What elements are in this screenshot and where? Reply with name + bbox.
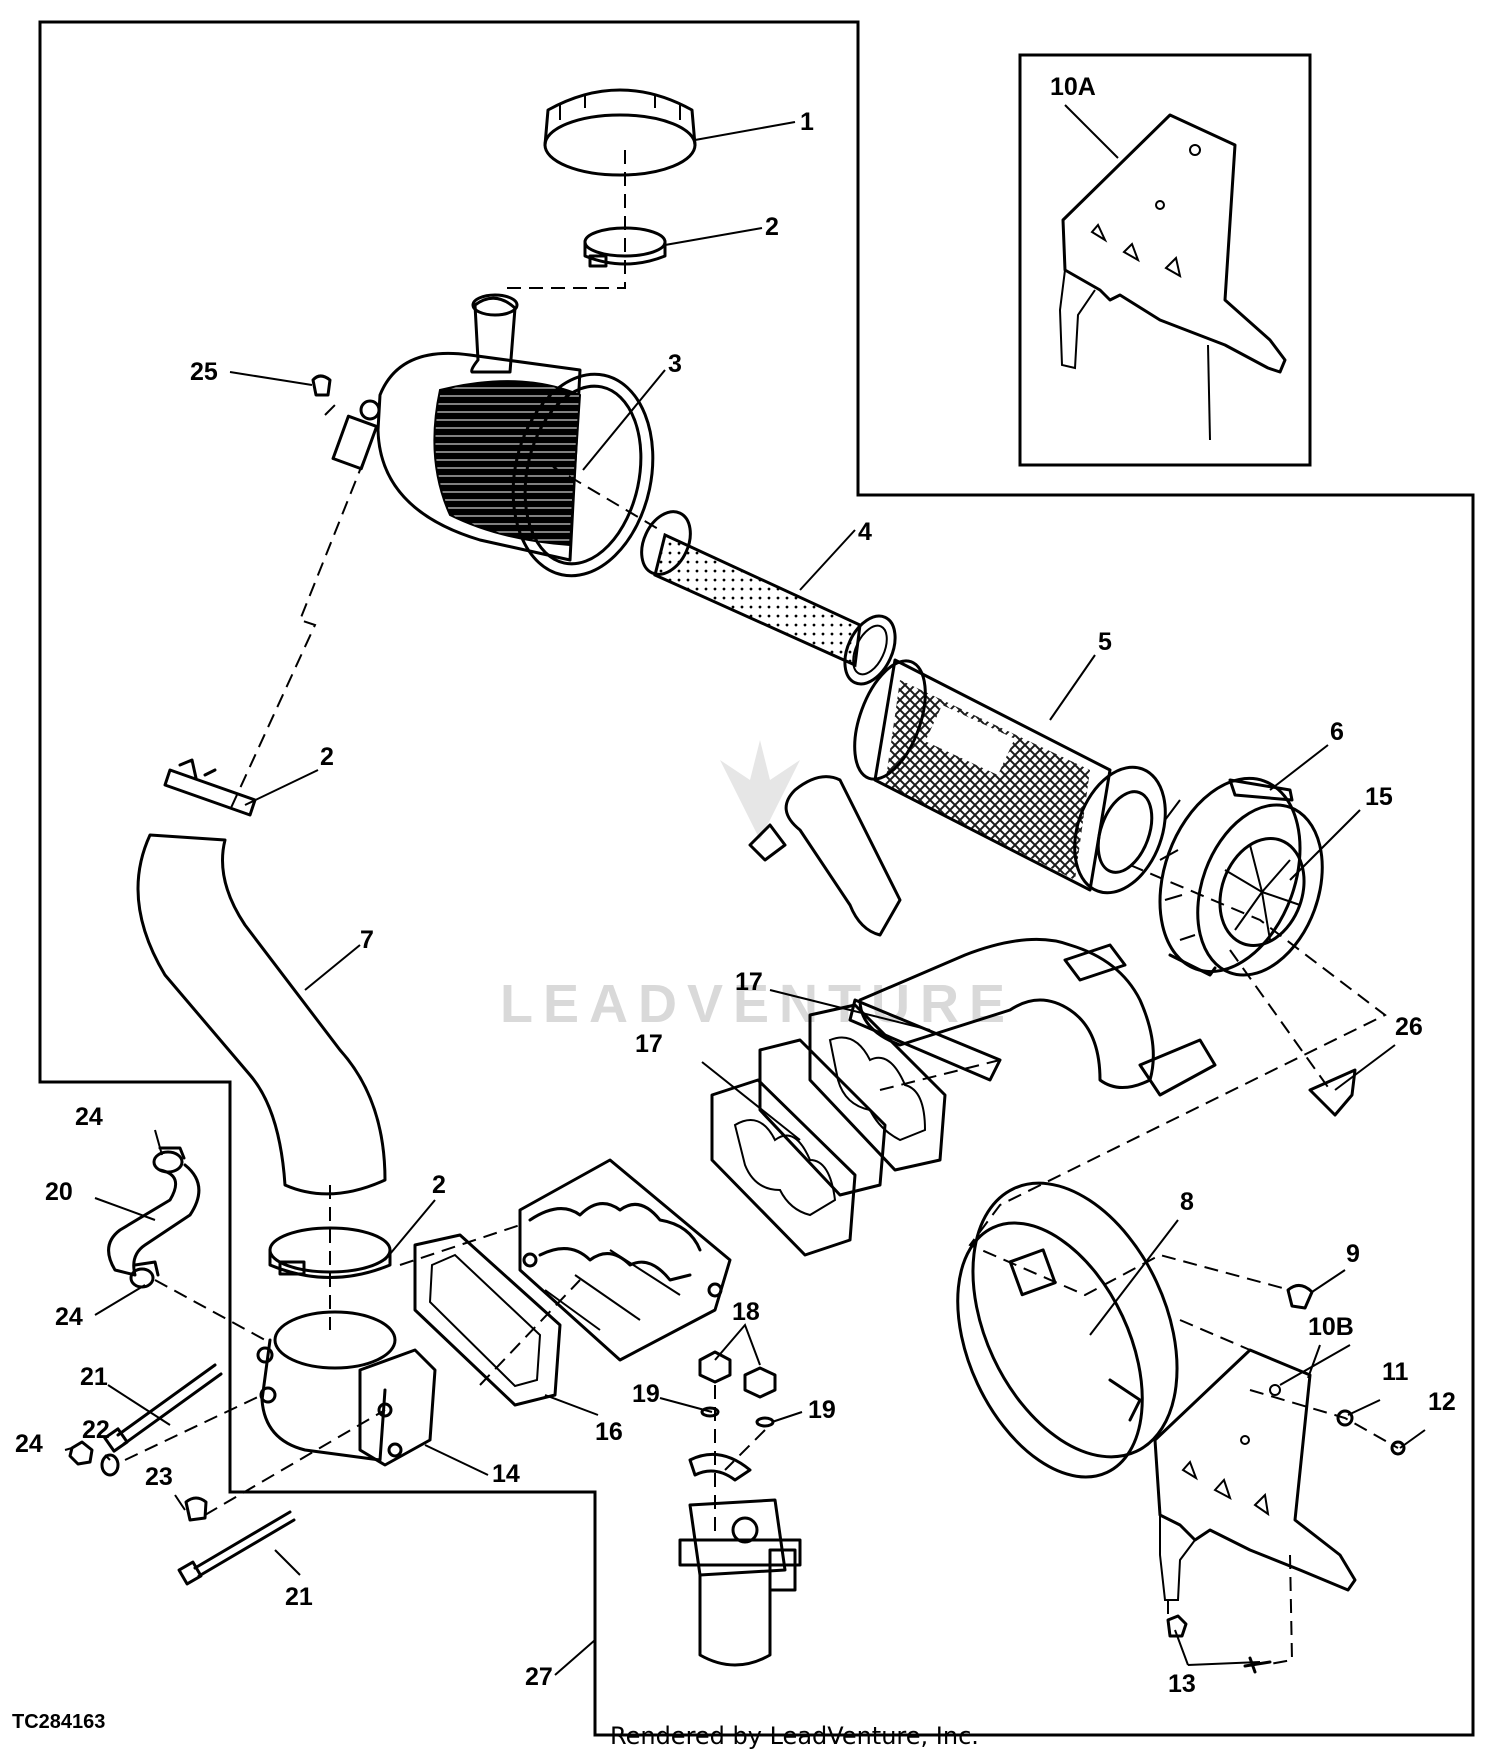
callout-27: 27 xyxy=(525,1663,553,1691)
callout-2-lower-clamp: 2 xyxy=(432,1171,446,1199)
callout-25: 25 xyxy=(190,358,218,386)
callout-18: 18 xyxy=(732,1298,760,1326)
assembly-boundary xyxy=(38,20,1475,1737)
callout-24-bottom: 24 xyxy=(15,1430,43,1458)
part-12-nut xyxy=(1390,1440,1406,1456)
watermark: LEADVENTURE xyxy=(500,740,1015,1034)
callout-17-right: 17 xyxy=(735,968,763,996)
part-22-washer xyxy=(100,1453,120,1477)
callout-15: 15 xyxy=(1365,783,1393,811)
callout-8: 8 xyxy=(1180,1188,1194,1216)
leader-lines xyxy=(64,104,1426,1676)
callout-1: 1 xyxy=(800,108,814,136)
part-7-hose xyxy=(136,833,387,1196)
callout-11: 11 xyxy=(1382,1358,1409,1386)
callout-4: 4 xyxy=(858,518,872,546)
part-5-primary-element xyxy=(853,658,1167,895)
callout-13: 13 xyxy=(1168,1670,1196,1698)
part-17-gasket-left xyxy=(710,1078,857,1257)
part-16-gasket xyxy=(413,1233,562,1407)
part-3-housing xyxy=(331,293,655,578)
callout-19-right: 19 xyxy=(808,1396,836,1424)
part-26-valve xyxy=(1308,1068,1357,1117)
callout-5: 5 xyxy=(1098,628,1112,656)
callout-17-left: 17 xyxy=(635,1030,663,1058)
callout-16: 16 xyxy=(595,1418,623,1446)
callout-10a: 10A xyxy=(1050,73,1096,101)
part-4-safety-element xyxy=(640,510,897,686)
part-6-cover xyxy=(1158,776,1324,977)
part-25-bolt xyxy=(311,374,332,397)
callout-24-top: 24 xyxy=(75,1103,103,1131)
part-13-fasteners xyxy=(1166,1614,1272,1674)
inset-frame-10a xyxy=(1018,53,1312,467)
callout-21-upper: 21 xyxy=(80,1363,108,1391)
part-24-nut xyxy=(68,1440,94,1466)
assembly-dash-lines xyxy=(124,150,1399,1665)
part-2-clamp-upper xyxy=(163,758,257,817)
part-10b-bracket xyxy=(1153,1348,1357,1601)
part-23-nut xyxy=(184,1496,208,1522)
part-21-bolt-upper xyxy=(103,1363,223,1453)
part-14-intake-elbow xyxy=(256,1310,437,1467)
callout-6: 6 xyxy=(1330,718,1344,746)
callout-14: 14 xyxy=(492,1460,520,1488)
footer-credit: Rendered by LeadVenture, Inc. xyxy=(610,1722,979,1750)
part-18-nuts xyxy=(698,1350,777,1399)
callout-23: 23 xyxy=(145,1463,173,1491)
callout-26: 26 xyxy=(1395,1013,1423,1041)
bracket-10a xyxy=(1058,113,1287,441)
callout-2-upper-hose: 2 xyxy=(320,743,334,771)
part-1-cap xyxy=(543,88,697,177)
part-24-hose-clamp-top xyxy=(152,1146,186,1174)
part-9-screw xyxy=(1286,1284,1314,1310)
callout-9: 9 xyxy=(1346,1240,1360,1268)
callout-24-middle: 24 xyxy=(55,1303,83,1331)
callout-19-left: 19 xyxy=(632,1380,660,1408)
callout-labels: 1 2 2 2 3 4 5 6 7 8 9 10A 10B 11 12 13 1… xyxy=(15,73,1456,1698)
part-21-bolt-lower xyxy=(177,1510,296,1586)
callout-2-top: 2 xyxy=(765,213,779,241)
callout-12: 12 xyxy=(1428,1388,1456,1416)
watermark-text: LEADVENTURE xyxy=(500,974,1015,1034)
figure-id: TC284163 xyxy=(12,1711,105,1733)
part-8-mounting-band xyxy=(956,1181,1179,1479)
callout-21-lower: 21 xyxy=(285,1583,313,1611)
part-15-vacuator xyxy=(1218,837,1306,947)
callout-20: 20 xyxy=(45,1178,73,1206)
callout-7: 7 xyxy=(360,926,374,954)
fuel-shutoff-solenoid xyxy=(678,1452,802,1667)
part-19-washers xyxy=(700,1406,775,1428)
watermark-logo-icon xyxy=(720,740,800,840)
callout-22: 22 xyxy=(82,1416,110,1444)
callout-10b: 10B xyxy=(1308,1313,1354,1341)
part-20-small-hose xyxy=(107,1163,201,1277)
part-11-nut xyxy=(1336,1409,1354,1427)
intake-manifold xyxy=(518,1158,732,1362)
callout-3: 3 xyxy=(668,350,682,378)
intake-pipe-assembly xyxy=(748,775,1217,1097)
